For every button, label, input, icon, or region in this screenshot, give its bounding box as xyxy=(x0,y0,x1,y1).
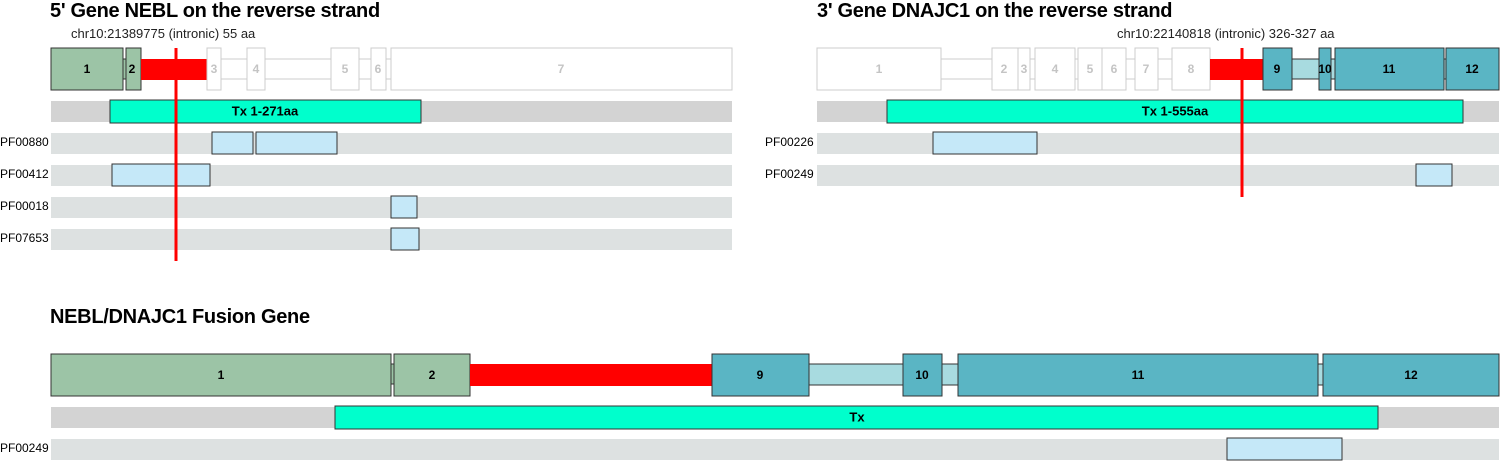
domain-track xyxy=(51,439,1499,460)
three-prime-exon-1 xyxy=(816,47,942,91)
three-prime-exon-5 xyxy=(1077,47,1103,91)
domain-box xyxy=(1226,437,1343,461)
domain-label: PF00880 xyxy=(0,135,49,149)
fusion-exon-2 xyxy=(393,353,471,397)
three-prime-exon-9 xyxy=(1262,47,1293,91)
exon-label: 6 xyxy=(375,62,382,76)
three-prime-exon-6 xyxy=(1101,47,1127,91)
three-prime-exon-10 xyxy=(1318,47,1332,91)
transcript-bar xyxy=(109,99,422,124)
exon-label: 9 xyxy=(1274,62,1281,76)
three-prime-exon-3 xyxy=(1017,47,1031,91)
five-prime-exon-3 xyxy=(206,47,222,91)
domain-label: PF00412 xyxy=(0,167,49,181)
intron xyxy=(220,58,248,80)
five-prime-gene-panel: 5' Gene NEBL on the reverse strand chr10… xyxy=(0,0,733,261)
intron xyxy=(1029,58,1036,80)
intron xyxy=(941,363,959,386)
exon-label: 5 xyxy=(1087,62,1094,76)
five-prime-exon-4 xyxy=(246,47,266,91)
exon-label: 5 xyxy=(342,62,349,76)
three-prime-exon-11 xyxy=(1334,47,1445,91)
exon-label: 11 xyxy=(1132,368,1145,382)
exon-label: 9 xyxy=(757,368,764,382)
exon-label: 8 xyxy=(1188,62,1195,76)
exon-label: 2 xyxy=(1001,62,1008,76)
exon-label: 7 xyxy=(558,62,565,76)
fusion-exon-10 xyxy=(902,353,943,397)
exon-label: 1 xyxy=(84,62,91,76)
intron xyxy=(940,58,993,80)
transcript-label: Tx 1-271aa xyxy=(232,103,299,118)
domain-box xyxy=(390,227,420,251)
five-prime-exon-5 xyxy=(330,47,360,91)
domain-box xyxy=(932,131,1038,155)
fusion-exon-1 xyxy=(50,353,392,397)
domain-label: PF07653 xyxy=(0,231,49,245)
exon-label: 4 xyxy=(1052,62,1059,76)
fusion-exon-11 xyxy=(957,353,1319,397)
three-prime-exon-12 xyxy=(1445,47,1500,91)
domain-label: PF00249 xyxy=(765,167,814,181)
transcript-bar xyxy=(334,405,1379,430)
domain-track xyxy=(51,165,732,186)
junction-segment xyxy=(1210,59,1263,80)
exon-label: 1 xyxy=(876,62,883,76)
five-prime-exon-7 xyxy=(390,47,733,91)
fusion-gene-title: NEBL/DNAJC1 Fusion Gene xyxy=(50,306,310,328)
exon-label: 7 xyxy=(1143,62,1150,76)
exon-label: 10 xyxy=(1318,62,1332,76)
junction-segment xyxy=(141,59,207,80)
three-prime-exon-4 xyxy=(1034,47,1076,91)
domain-track xyxy=(817,133,1499,154)
exon-label: 12 xyxy=(1465,62,1479,76)
domain-track xyxy=(51,133,732,154)
domain-box xyxy=(111,163,211,187)
fusion-exon-9 xyxy=(711,353,810,397)
three-prime-exon-7 xyxy=(1134,47,1159,91)
fusion-exon-12 xyxy=(1322,353,1500,397)
exon-label: 1 xyxy=(218,368,225,382)
junction-segment xyxy=(470,364,712,386)
domain-label: PF00018 xyxy=(0,199,49,213)
transcript-label: Tx xyxy=(849,409,865,424)
exon-label: 12 xyxy=(1404,368,1418,382)
fusion-gene-panel: NEBL/DNAJC1 Fusion Gene 1 2 9 10 11 12 xyxy=(0,306,1500,461)
three-prime-gene-panel: 3' Gene DNAJC1 on the reverse strand chr… xyxy=(765,0,1500,197)
intron xyxy=(808,363,904,386)
five-prime-gene-title: 5' Gene NEBL on the reverse strand xyxy=(50,0,380,22)
domain-label: PF00249 xyxy=(0,441,49,455)
intron xyxy=(1317,363,1324,386)
exon-label: 11 xyxy=(1383,62,1396,76)
exon-label: 3 xyxy=(1021,62,1028,76)
transcript-bar xyxy=(886,99,1464,124)
exon-label: 10 xyxy=(915,368,929,382)
exon-label: 3 xyxy=(211,62,218,76)
five-prime-breakpoint-label: chr10:21389775 (intronic) 55 aa xyxy=(71,26,256,41)
three-prime-breakpoint-label: chr10:22140818 (intronic) 326-327 aa xyxy=(1117,26,1335,41)
intron xyxy=(264,58,332,80)
three-prime-gene-title: 3' Gene DNAJC1 on the reverse strand xyxy=(817,0,1172,22)
exon-label: 2 xyxy=(429,368,436,382)
domain-label: PF00226 xyxy=(765,135,814,149)
transcript-label: Tx 1-555aa xyxy=(1142,103,1209,118)
domain-box xyxy=(255,131,338,155)
domain-box xyxy=(211,131,254,155)
domain-box xyxy=(1415,163,1453,187)
intron xyxy=(358,58,372,80)
intron xyxy=(385,58,392,80)
exon-label: 6 xyxy=(1111,62,1118,76)
intron xyxy=(1125,58,1136,80)
three-prime-exon-8 xyxy=(1171,47,1211,91)
domain-box xyxy=(390,195,418,219)
five-prime-exon-6 xyxy=(370,47,387,91)
domain-track xyxy=(817,165,1499,186)
five-prime-exon-1 xyxy=(50,47,124,91)
intron xyxy=(1291,58,1320,80)
exon-label: 2 xyxy=(129,62,136,76)
intron xyxy=(1157,58,1173,80)
exon-label: 4 xyxy=(253,62,260,76)
